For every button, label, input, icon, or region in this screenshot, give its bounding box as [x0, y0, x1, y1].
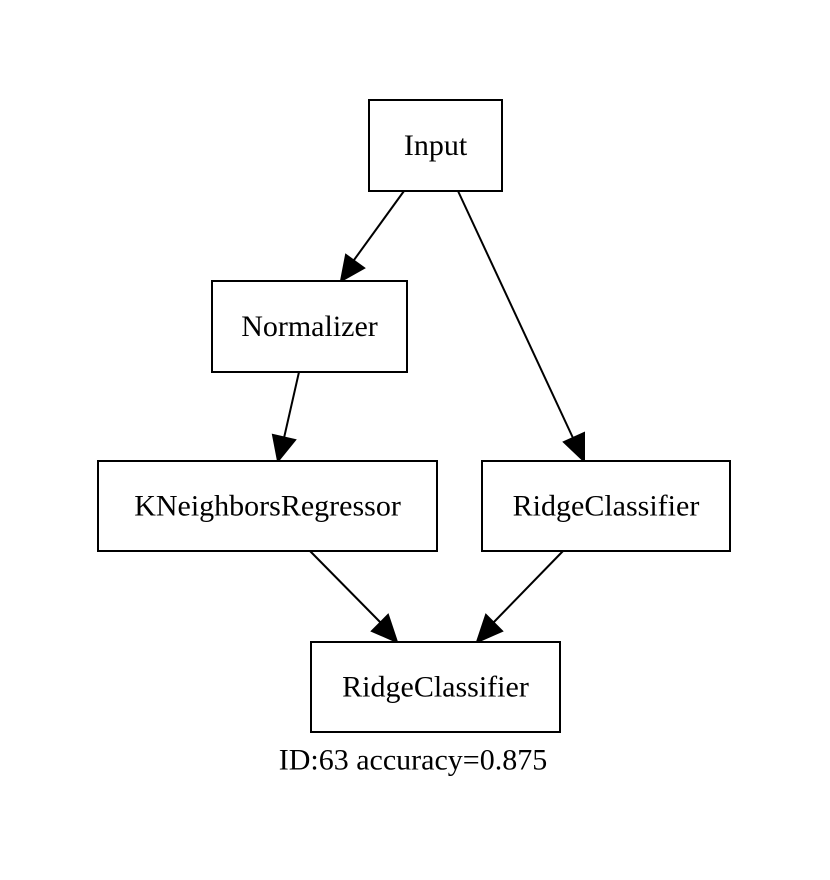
node-ridge-classifier-right: RidgeClassifier [481, 460, 731, 552]
node-normalizer: Normalizer [211, 280, 408, 373]
node-label: Input [404, 129, 468, 162]
node-kneighbors-regressor: KNeighborsRegressor [97, 460, 438, 552]
arrowhead-icon [475, 613, 504, 644]
node-input: Input [368, 99, 503, 192]
edge-normalizer-to-kneighbors [271, 371, 300, 464]
edge-kneighbors-to-ridge-bottom [309, 550, 399, 644]
arrowhead-icon [562, 431, 585, 464]
diagram-caption: ID:63 accuracy=0.875 [279, 744, 547, 777]
arrowhead-icon [271, 433, 297, 464]
node-label: RidgeClassifier [342, 671, 529, 704]
arrowhead-icon [370, 613, 399, 644]
edge-ridge-right-to-ridge-bottom [475, 550, 564, 644]
edge-input-to-ridge-right [457, 190, 585, 464]
node-ridge-classifier-bottom: RidgeClassifier [310, 641, 561, 733]
edges [271, 190, 585, 644]
node-label: Normalizer [241, 310, 378, 343]
edge-input-to-normalizer [339, 190, 405, 283]
node-label: RidgeClassifier [513, 490, 700, 523]
node-label: KNeighborsRegressor [134, 490, 401, 523]
arrowhead-icon [339, 253, 366, 283]
